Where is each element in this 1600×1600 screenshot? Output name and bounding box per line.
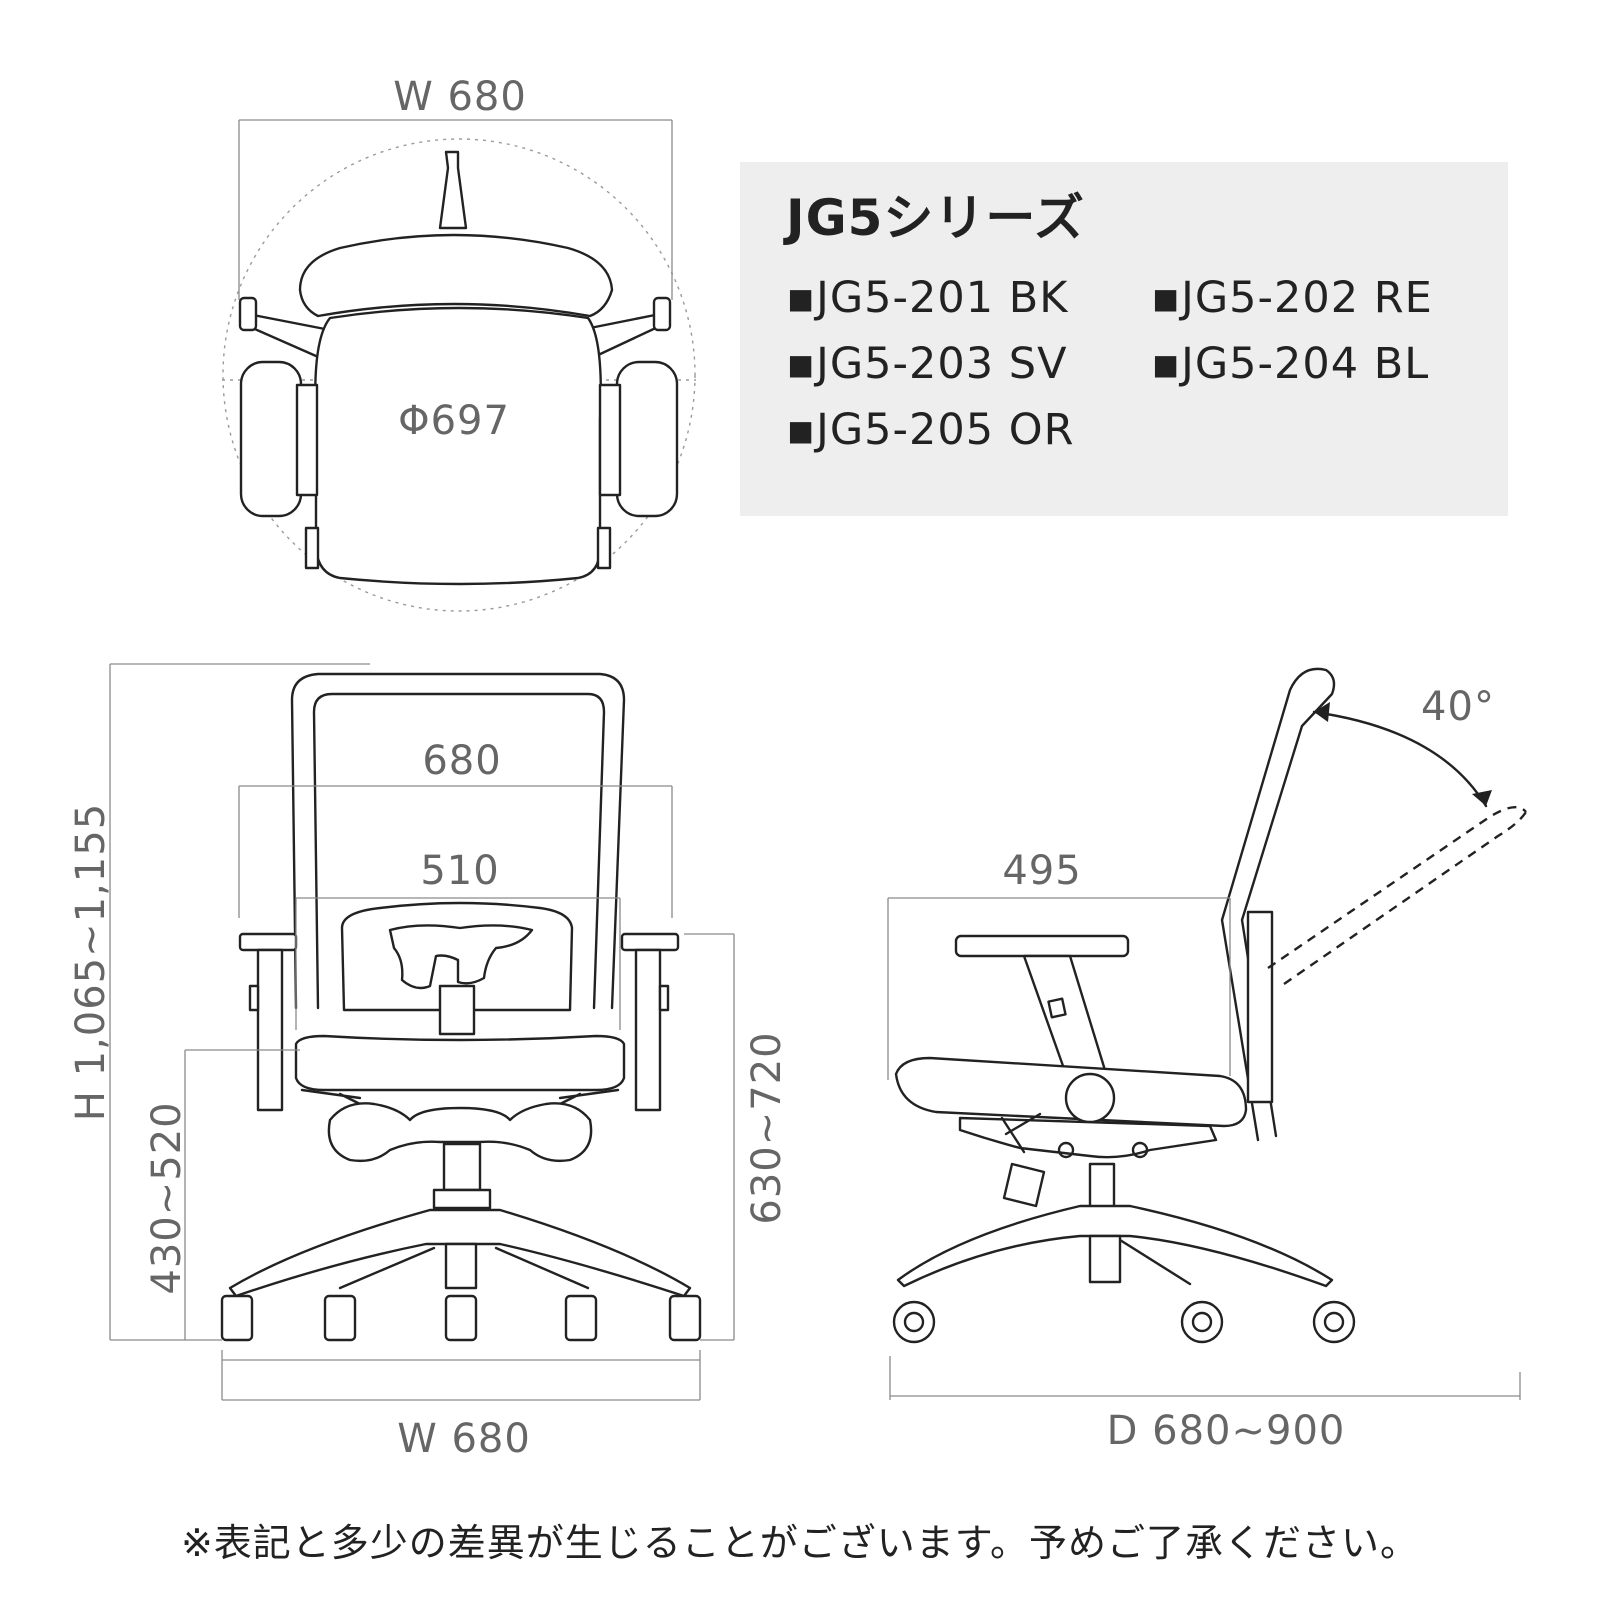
model-code: JG5-202 RE	[1181, 273, 1433, 323]
dim-recline-angle: 40°	[1421, 684, 1495, 730]
bullet-icon: ▪	[786, 405, 817, 455]
dim-depth: D 680~900	[1107, 1408, 1346, 1454]
model-info-panel: JG5シリーズ ▪JG5-201 BK ▪JG5-202 RE ▪JG5-203…	[740, 162, 1508, 516]
disclaimer-note: ※表記と多少の差異が生じることがございます。予めご了承ください。	[180, 1521, 1420, 1565]
dim-arm-height: 630~720	[744, 1031, 790, 1224]
model-code: JG5-201 BK	[816, 273, 1069, 323]
model-item: ▪JG5-202 RE	[1151, 272, 1491, 324]
model-code: JG5-205 OR	[816, 405, 1075, 455]
model-list: ▪JG5-201 BK ▪JG5-202 RE ▪JG5-203 SV ▪JG5…	[786, 272, 1508, 456]
dim-armrest-outer: 680	[422, 738, 501, 784]
series-title: JG5シリーズ	[786, 189, 1085, 247]
bullet-icon: ▪	[786, 339, 817, 389]
model-item: ▪JG5-205 OR	[786, 404, 1151, 456]
dim-seat-height: 430~520	[144, 1101, 190, 1294]
dim-arm-depth: 495	[1002, 848, 1081, 894]
top-view	[222, 119, 696, 612]
model-code: JG5-204 BL	[1181, 339, 1430, 389]
side-view	[887, 667, 1527, 1400]
model-item: ▪JG5-203 SV	[786, 338, 1151, 390]
model-item: ▪JG5-201 BK	[786, 272, 1151, 324]
model-item: ▪JG5-204 BL	[1151, 338, 1491, 390]
bullet-icon: ▪	[1151, 273, 1182, 323]
bullet-icon: ▪	[786, 273, 817, 323]
bullet-icon: ▪	[1151, 339, 1182, 389]
front-view	[109, 663, 735, 1401]
model-code: JG5-203 SV	[816, 339, 1068, 389]
dim-armrest-inner: 510	[420, 848, 499, 894]
dim-front-width: W 680	[397, 1416, 531, 1462]
dim-height: H 1,065~1,155	[68, 803, 114, 1121]
dim-seat-diameter: Φ697	[398, 398, 510, 444]
dim-top-width: W 680	[393, 74, 527, 120]
